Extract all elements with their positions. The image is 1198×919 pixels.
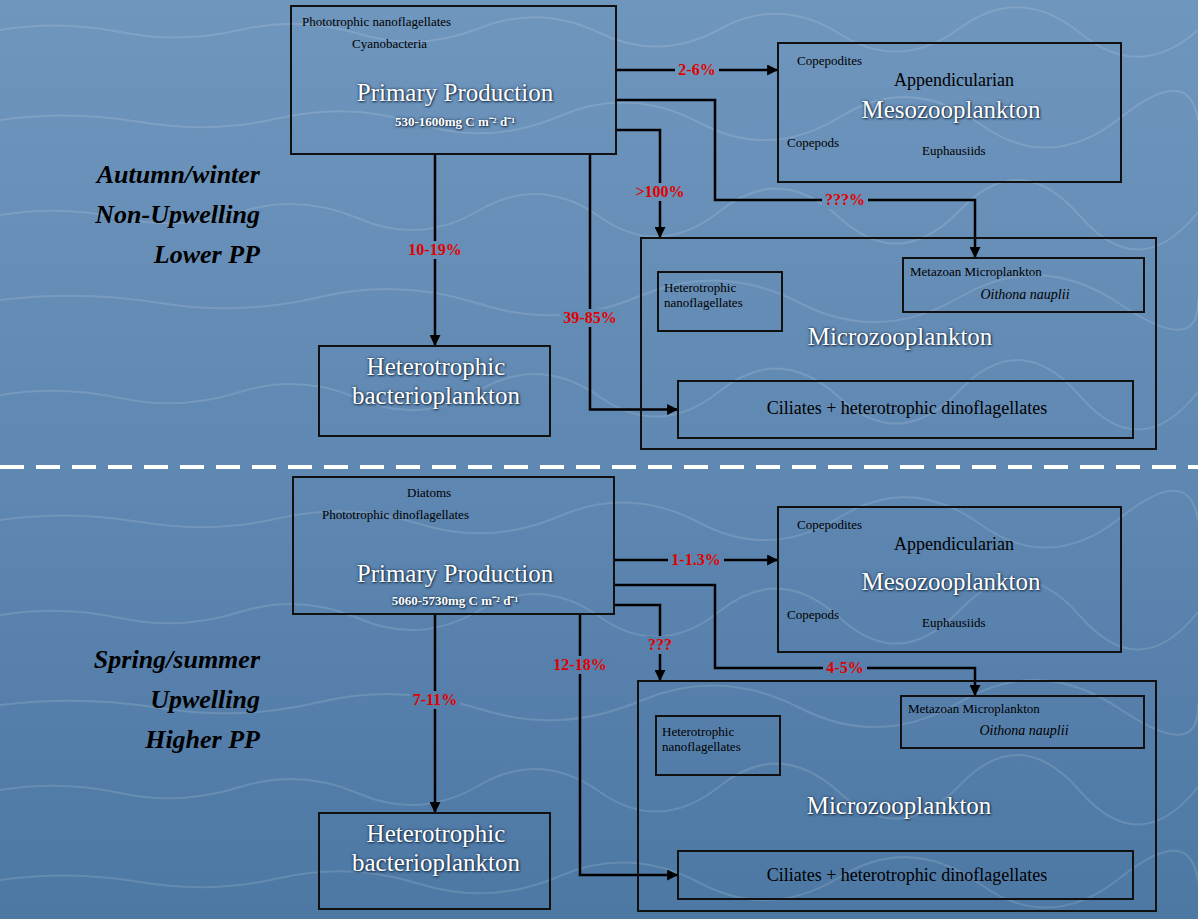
percentage-label: 4-5% xyxy=(823,659,866,677)
node-text: Primary Production xyxy=(357,560,554,589)
node-text: Oithona nauplii xyxy=(979,723,1068,739)
node-text: Primary Production xyxy=(357,79,554,108)
microzooplankton-box: Microzooplankton Metazoan MicroplanktonOi… xyxy=(637,680,1157,912)
season-label: Autumn/winter xyxy=(5,160,260,190)
percentage-label: 10-19% xyxy=(405,241,464,259)
node-text: Metazoan Microplankton xyxy=(908,702,1040,717)
node-text: Ciliates + heterotrophic dinoflagellates xyxy=(767,865,1048,886)
node-text: Phototrophic dinoflagellates xyxy=(322,508,469,523)
node-text: Heterotrophic bacterioplankton xyxy=(328,820,545,878)
percentage-label: >100% xyxy=(632,183,687,201)
node-text: Mesozooplankton xyxy=(861,568,1040,597)
node-text: Oithona nauplii xyxy=(980,287,1069,303)
node-text: Copepods xyxy=(787,608,839,623)
mesozooplankton-box: CopepoditesAppendicularianMesozooplankto… xyxy=(777,506,1122,653)
flow-arrow xyxy=(434,615,437,812)
node-text: Copepodites xyxy=(797,54,862,69)
node-text: Phototrophic nanoflagellates xyxy=(302,15,451,30)
node-text: Metazoan Microplankton xyxy=(910,265,1042,280)
node-text: Euphausiids xyxy=(922,144,986,159)
season-divider xyxy=(0,465,1198,469)
season-label: Higher PP xyxy=(5,725,260,755)
wave-lines xyxy=(0,7,1198,907)
metazoan-box: Metazoan MicroplanktonOithona nauplii xyxy=(902,257,1145,313)
season-label: Upwelling xyxy=(5,685,260,715)
node-text: Ciliates + heterotrophic dinoflagellates xyxy=(767,398,1048,419)
percentage-label: 7-11% xyxy=(410,691,460,709)
node-text: Heterotrophic bacterioplankton xyxy=(328,353,545,411)
nanoflagellate-box: Heterotrophic nanoflagellates xyxy=(655,715,781,776)
node-text: Microzooplankton xyxy=(808,323,993,352)
node-text: Copepodites xyxy=(797,518,862,533)
node-text: Microzooplankton xyxy=(807,792,992,821)
node-text: Euphausiids xyxy=(922,616,986,631)
bacterioplankton-box: Heterotrophic bacterioplankton xyxy=(318,345,551,437)
node-text: Heterotrophic nanoflagellates xyxy=(664,281,777,311)
node-text: Cyanobacteria xyxy=(352,37,427,52)
season-label: Lower PP xyxy=(5,240,260,270)
production-box: Phototrophic nanoflagellatesCyanobacteri… xyxy=(290,5,617,155)
season-label: Spring/summer xyxy=(5,645,260,675)
node-text: 5060-5730mg C m⁻² d⁻¹ xyxy=(392,594,519,609)
metazoan-box: Metazoan MicroplanktonOithona nauplii xyxy=(900,695,1145,749)
percentage-label: 12-18% xyxy=(550,656,609,674)
production-box: DiatomsPhototrophic dinoflagellatesPrima… xyxy=(292,476,615,615)
node-text: Heterotrophic nanoflagellates xyxy=(662,725,775,755)
nanoflagellate-box: Heterotrophic nanoflagellates xyxy=(657,271,783,332)
ciliate-box: Ciliates + heterotrophic dinoflagellates xyxy=(677,850,1134,900)
microzooplankton-box: Microzooplankton Metazoan MicroplanktonOi… xyxy=(640,237,1157,450)
flow-arrow xyxy=(615,585,975,695)
percentage-label: 1-1.3% xyxy=(668,551,723,569)
ciliate-box: Ciliates + heterotrophic dinoflagellates xyxy=(677,380,1134,439)
percentage-label: ???% xyxy=(822,191,868,209)
mesozooplankton-box: CopepoditesAppendicularianMesozooplankto… xyxy=(777,42,1122,183)
node-text: Appendicularian xyxy=(894,70,1014,91)
node-text: Appendicularian xyxy=(894,534,1014,555)
percentage-label: ??? xyxy=(645,636,675,654)
bacterioplankton-box: Heterotrophic bacterioplankton xyxy=(318,812,551,910)
node-text: Diatoms xyxy=(407,486,451,501)
season-label: Non-Upwelling xyxy=(5,200,260,230)
percentage-label: 39-85% xyxy=(560,309,619,327)
node-text: 530-1600mg C m⁻² d⁻¹ xyxy=(395,115,515,130)
node-text: Mesozooplankton xyxy=(861,96,1040,125)
node-text: Copepods xyxy=(787,136,839,151)
percentage-label: 2-6% xyxy=(675,61,718,79)
flow-arrow xyxy=(617,100,975,257)
